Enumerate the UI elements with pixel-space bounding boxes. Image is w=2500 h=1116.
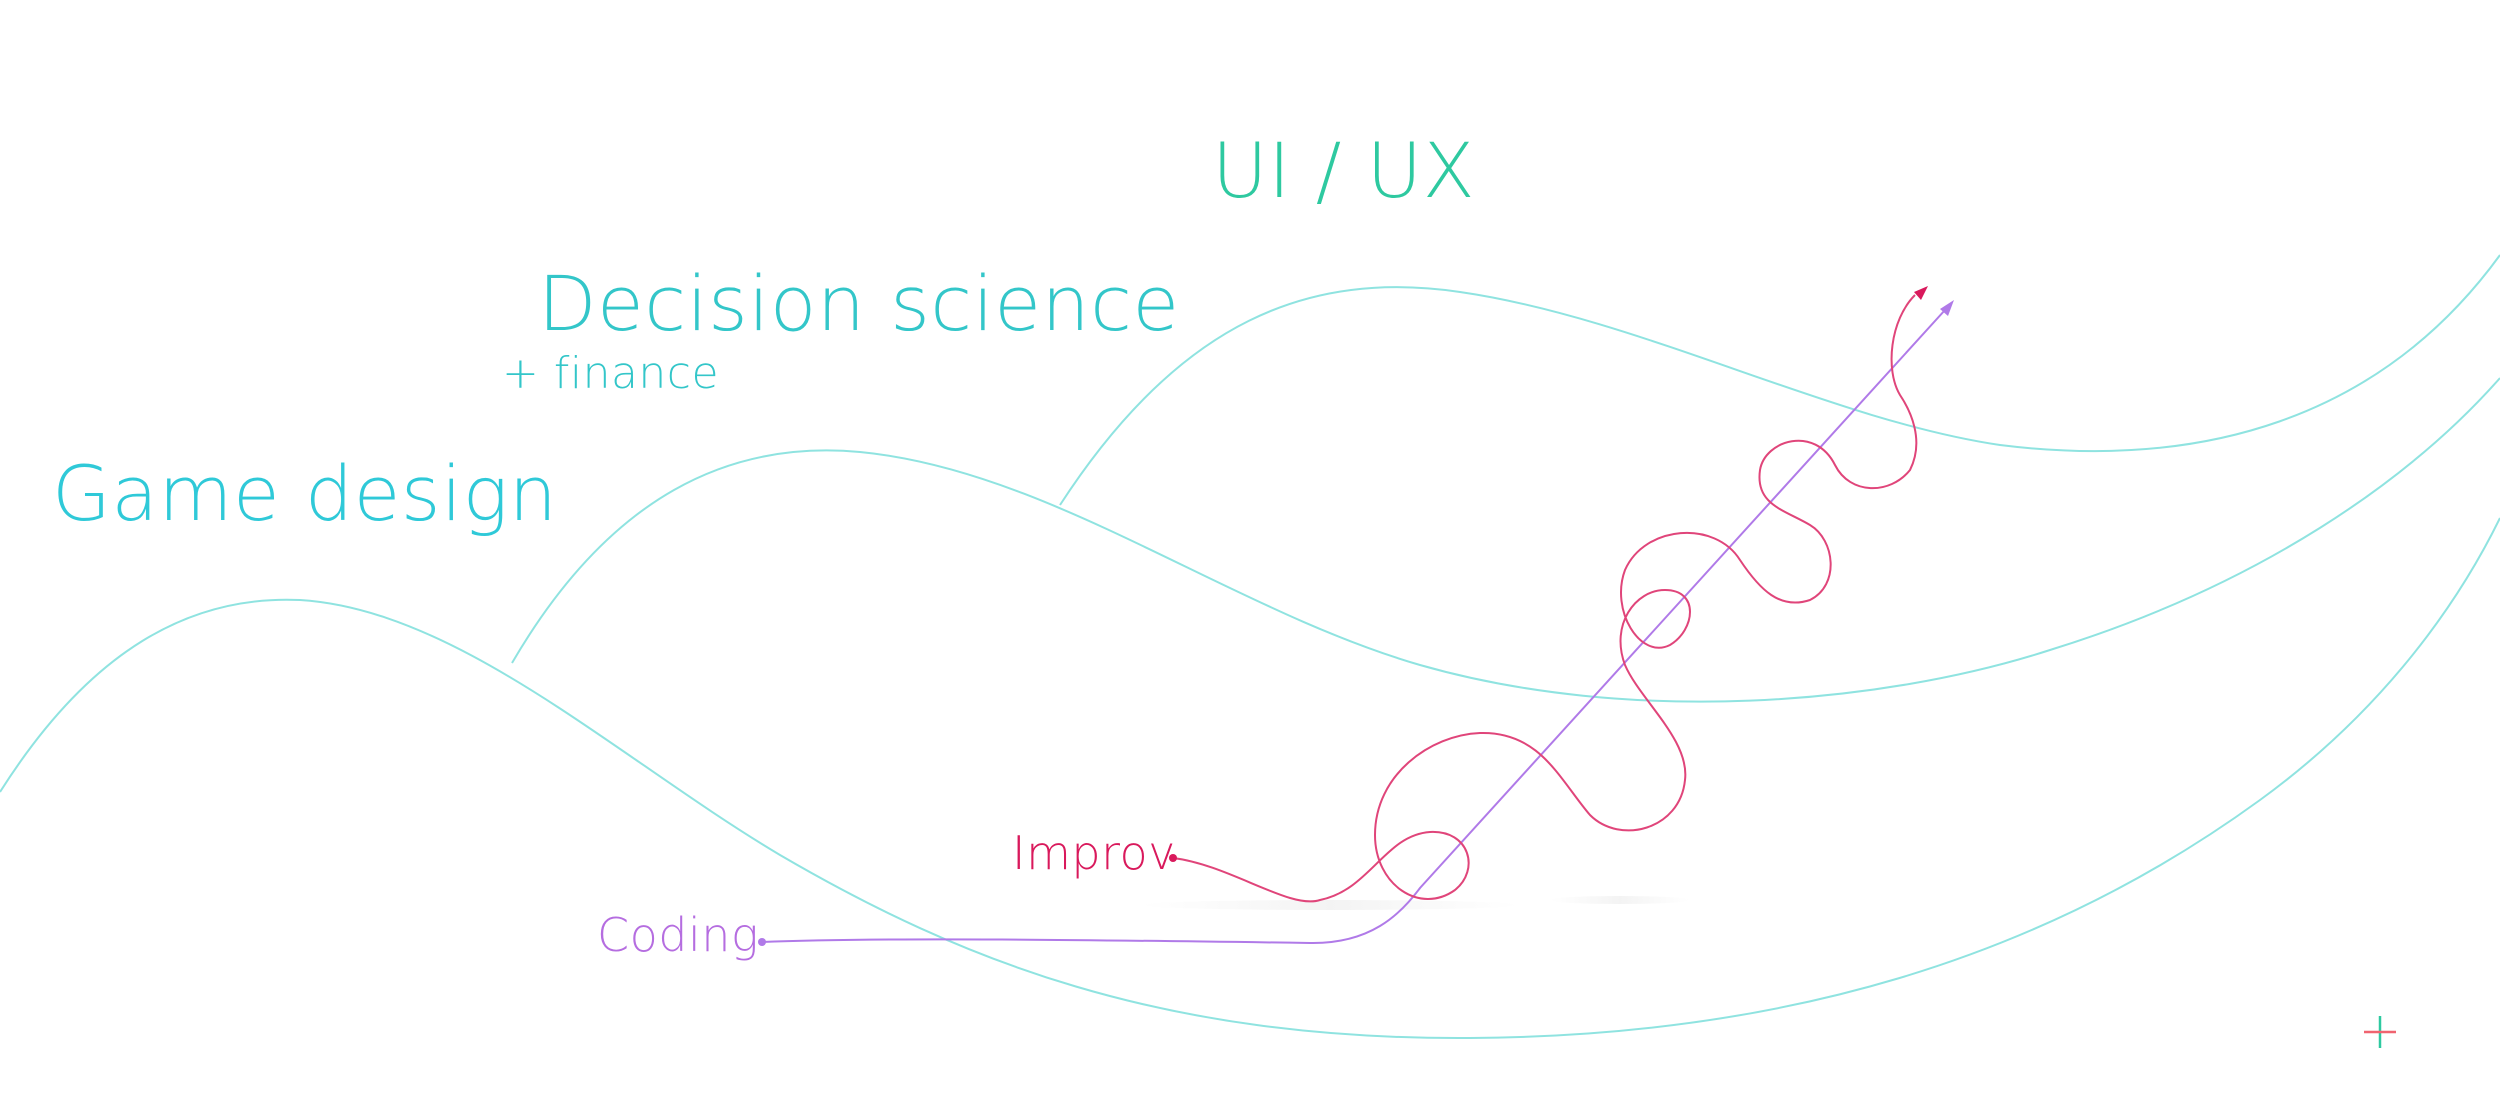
wave-ui-ux <box>1059 254 2500 506</box>
label-improv: Improv <box>1012 826 1176 880</box>
label-game-design: Game design <box>52 449 558 538</box>
label-decision-science: Decision science <box>538 259 1180 348</box>
floor-shadow <box>1140 900 1520 910</box>
coding-arrow-line <box>761 309 1946 945</box>
improv-start-dot <box>1169 854 1177 862</box>
floor-shadow <box>1550 896 1690 904</box>
improv-squiggle-line <box>1172 294 1918 903</box>
plus-icon <box>2364 1016 2396 1048</box>
label-finance: + finance <box>502 348 720 399</box>
label-coding: Coding <box>597 908 760 962</box>
improv-arrowhead <box>1914 286 1928 300</box>
coding-start-dot <box>758 938 766 946</box>
wave-game-design <box>0 517 2500 1040</box>
wave-decision-science <box>511 377 2500 703</box>
label-ui-ux: UI / UX <box>1212 126 1476 215</box>
coding-arrowhead <box>1940 300 1954 316</box>
